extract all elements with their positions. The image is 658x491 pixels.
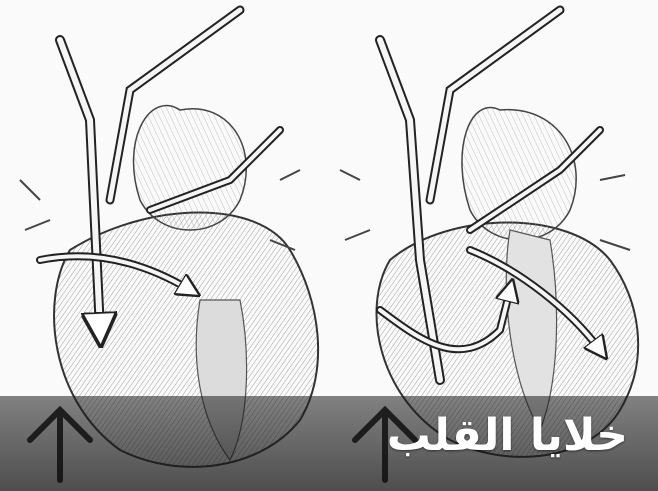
image-caption: خلايا القلب [387, 410, 628, 461]
